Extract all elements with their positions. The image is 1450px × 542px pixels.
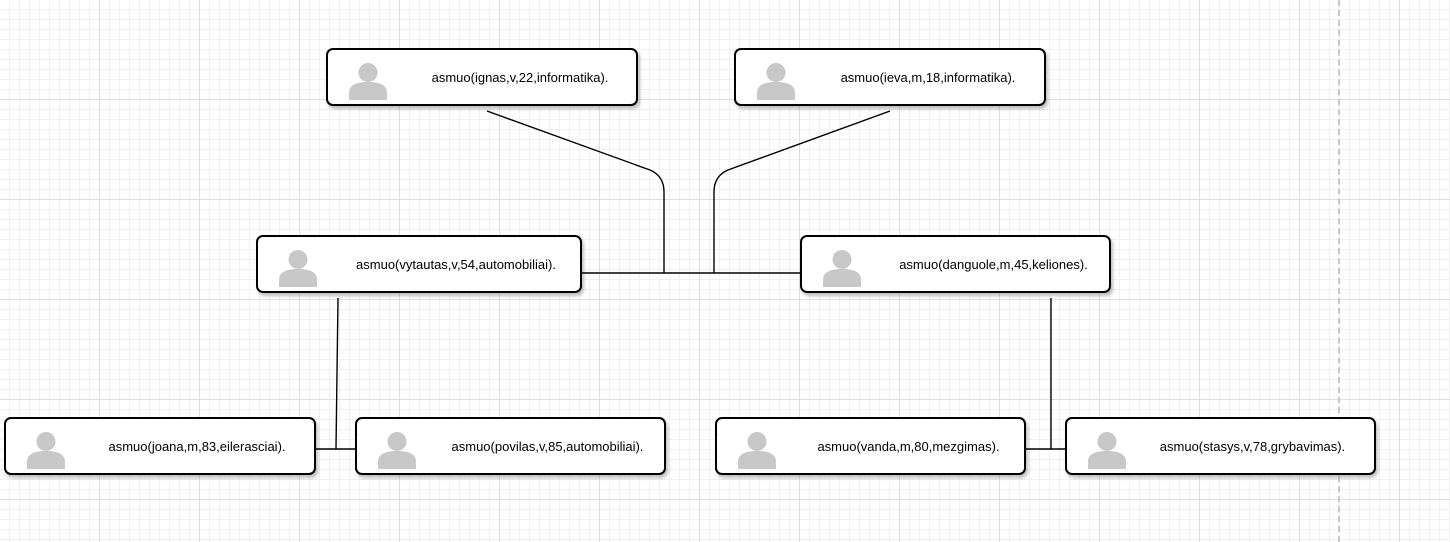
- person-label: asmuo(danguole,m,45,keliones).: [899, 256, 1088, 272]
- person-icon: [349, 63, 387, 100]
- person-node-stasys[interactable]: asmuo(stasys,v,78,grybavimas).: [1065, 417, 1376, 475]
- person-node-povilas[interactable]: asmuo(povilas,v,85,automobiliai).: [355, 417, 666, 475]
- child-line-ieva[interactable]: [713, 110, 891, 273]
- page-boundary-guide: [1338, 0, 1340, 542]
- person-label: asmuo(povilas,v,85,automobiliai).: [451, 438, 644, 454]
- person-label: asmuo(joana,m,83,eilerasciai).: [108, 438, 286, 454]
- person-icon: [1088, 432, 1126, 469]
- person-node-danguole[interactable]: asmuo(danguole,m,45,keliones).: [800, 235, 1111, 293]
- person-label: asmuo(ignas,v,22,informatika).: [431, 69, 609, 85]
- person-label: asmuo(vanda,m,80,mezgimas).: [817, 438, 1000, 454]
- person-icon: [823, 250, 861, 287]
- person-node-vytautas[interactable]: asmuo(vytautas,v,54,automobiliai).: [256, 235, 582, 293]
- person-node-joana[interactable]: asmuo(joana,m,83,eilerasciai).: [4, 417, 316, 475]
- person-icon: [757, 63, 795, 100]
- person-icon: [378, 432, 416, 469]
- child-line-vytautas[interactable]: [335, 297, 339, 450]
- person-node-ieva[interactable]: asmuo(ieva,m,18,informatika).: [734, 48, 1046, 106]
- person-label: asmuo(stasys,v,78,grybavimas).: [1159, 438, 1346, 454]
- person-node-ignas[interactable]: asmuo(ignas,v,22,informatika).: [326, 48, 638, 106]
- person-icon: [279, 250, 317, 287]
- person-icon: [738, 432, 776, 469]
- person-node-vanda[interactable]: asmuo(vanda,m,80,mezgimas).: [715, 417, 1026, 475]
- child-line-ignas[interactable]: [486, 110, 665, 273]
- person-label: asmuo(vytautas,v,54,automobiliai).: [356, 256, 556, 272]
- person-label: asmuo(ieva,m,18,informatika).: [840, 69, 1016, 85]
- person-icon: [27, 432, 65, 469]
